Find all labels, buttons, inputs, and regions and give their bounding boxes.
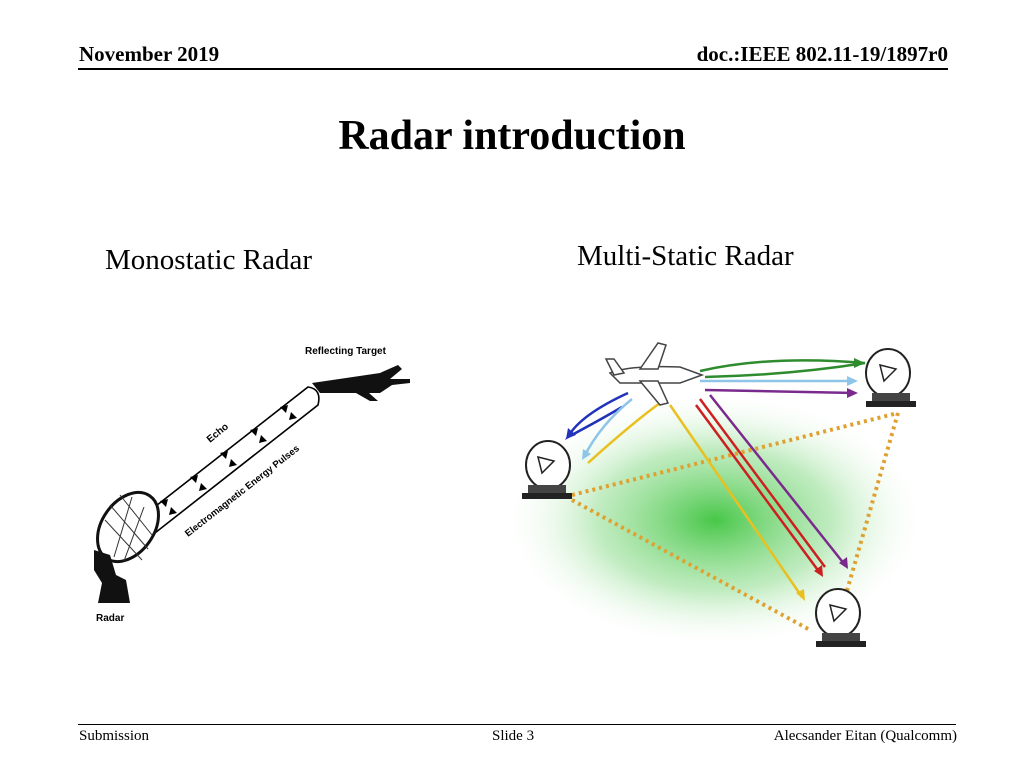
header-date: November 2019: [79, 42, 220, 66]
slide-title: Radar introduction: [338, 113, 686, 159]
aircraft-icon: [604, 342, 705, 406]
monostatic-radar-figure: Reflecting Target Echo Electromagnetic E…: [94, 346, 410, 624]
purple-path: [709, 394, 846, 566]
green-path: [699, 359, 866, 379]
yellow-path: [587, 401, 804, 598]
radar-station-icon-left: [522, 440, 572, 499]
multistatic-heading: Multi-Static Radar: [577, 240, 794, 272]
header-divider: [78, 68, 948, 70]
radar-label: Radar: [96, 613, 124, 624]
footer-slide-number: Slide 3: [492, 728, 535, 744]
pulse-paths: [137, 386, 320, 541]
baseline-paths: [571, 411, 900, 632]
monostatic-heading: Monostatic Radar: [105, 244, 312, 276]
reflecting-target-label: Reflecting Target: [305, 346, 387, 357]
echo-label: Echo: [205, 421, 231, 445]
pulses-label: Electromagnetic Energy Pulses: [183, 443, 302, 539]
purple-top-path: [704, 388, 856, 395]
coverage-area: [510, 390, 930, 650]
path-arrowheads: [566, 358, 865, 601]
radar-dish-icon: [94, 490, 160, 603]
aircraft-icon: [312, 365, 410, 401]
red-path: [694, 398, 827, 574]
footer-submission: Submission: [79, 728, 150, 744]
footer-author: Alecsander Eitan (Qualcomm): [773, 728, 957, 744]
lightblue-left-path: [582, 398, 633, 458]
multistatic-radar-figure: [510, 342, 930, 650]
pulse-arrowheads: [160, 405, 297, 515]
header-doc-id: doc.:IEEE 802.11-19/1897r0: [696, 42, 948, 66]
footer-divider: [78, 724, 956, 725]
radar-station-icon-bottom: [815, 588, 866, 647]
radar-station-icon-right: [865, 348, 916, 407]
